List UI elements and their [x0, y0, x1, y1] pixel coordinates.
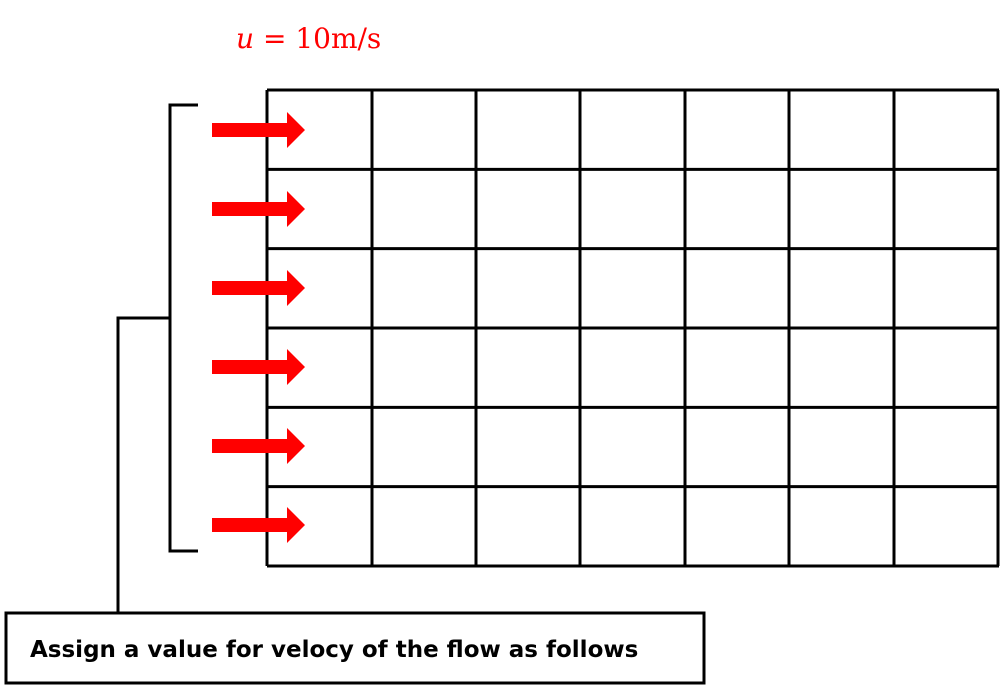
- velocity-label: u = 10m/s: [236, 22, 381, 55]
- inflow-arrows: [212, 112, 305, 543]
- velocity-variable: u: [236, 22, 254, 55]
- inflow-arrow: [212, 428, 305, 464]
- inflow-arrow: [212, 112, 305, 148]
- arrow-bracket: [168, 103, 198, 553]
- mesh-grid: [265, 88, 1000, 568]
- velocity-value: 10m/s: [295, 22, 381, 55]
- inflow-arrow: [212, 191, 305, 227]
- inflow-arrow: [212, 270, 305, 306]
- inflow-arrow: [212, 507, 305, 543]
- callout-box: [4, 611, 706, 685]
- callout-text: Assign a value for velocy of the flow as…: [30, 637, 638, 663]
- callout-connector: [116, 316, 170, 612]
- inflow-arrow: [212, 349, 305, 385]
- velocity-equals: =: [254, 22, 295, 55]
